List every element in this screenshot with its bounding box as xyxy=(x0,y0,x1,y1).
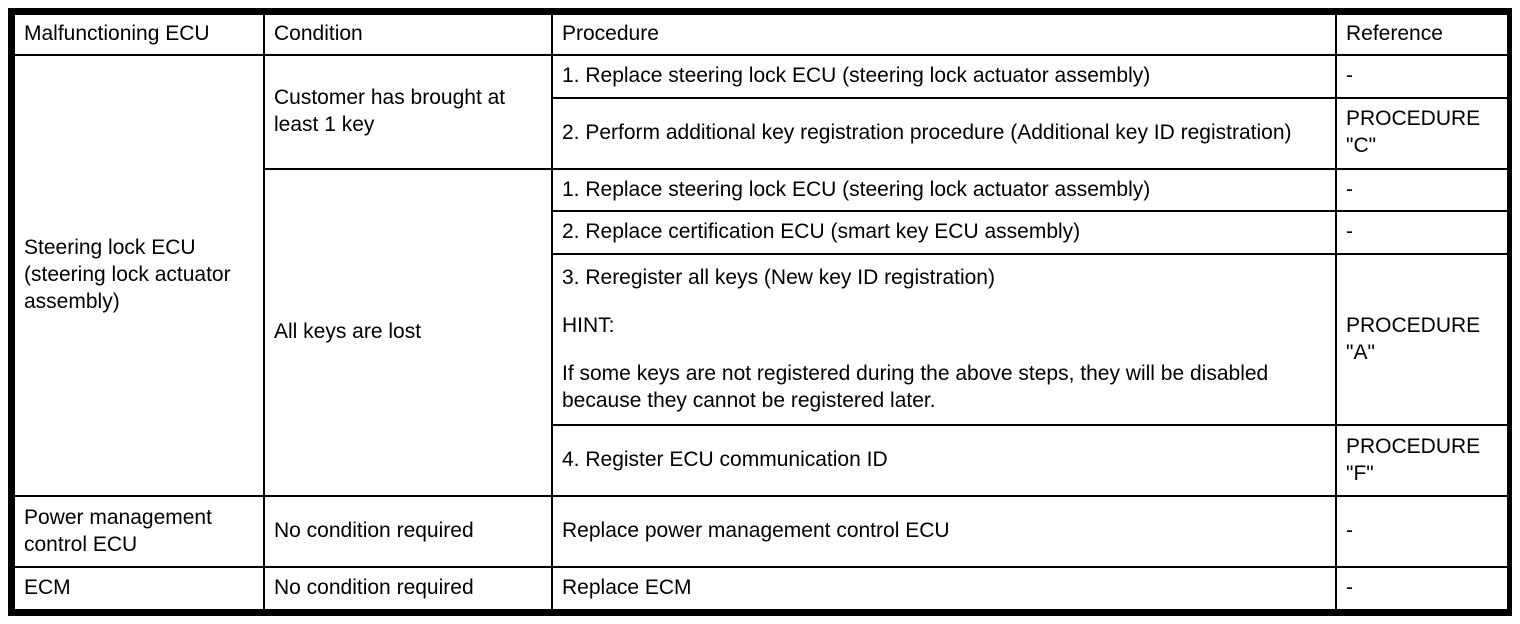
ecu-procedure-table: Malfunctioning ECU Condition Procedure R… xyxy=(13,13,1509,611)
cell-reference-sl-key-step2: PROCEDURE "C" xyxy=(1335,96,1509,170)
cell-procedure-power-management: Replace power management control ECU xyxy=(551,495,1337,569)
hint-text: If some keys are not registered during t… xyxy=(562,361,1269,412)
table-row: ECM No condition required Replace ECM - xyxy=(13,566,1509,611)
reference-procedure-label: PROCEDURE xyxy=(1346,313,1481,337)
column-header-condition: Condition xyxy=(263,13,553,56)
reference-procedure-label: PROCEDURE xyxy=(1346,107,1481,131)
reference-procedure-code: "A" xyxy=(1346,340,1375,364)
cell-ecu-ecm: ECM xyxy=(13,566,265,611)
cell-reference-ecm: - xyxy=(1335,566,1509,611)
reference-procedure-code: "F" xyxy=(1346,461,1374,485)
cell-procedure-ecm: Replace ECM xyxy=(551,566,1337,611)
cell-reference-sl-key-step1: - xyxy=(1335,53,1509,99)
spacer xyxy=(562,340,1326,361)
table-row: All keys are lost 1. Replace steering lo… xyxy=(14,167,1509,498)
column-header-reference: Reference xyxy=(1335,13,1509,56)
cell-condition-all-keys-lost: All keys are lost xyxy=(263,167,553,498)
table-header-row: Malfunctioning ECU Condition Procedure R… xyxy=(13,13,1509,56)
procedure-step3-text: 3. Reregister all keys (New key ID regis… xyxy=(562,265,995,289)
cell-procedure-sl-key-step2: 2. Perform additional key registration p… xyxy=(551,96,1337,170)
cell-condition-at-least-one-key: Customer has brought at least 1 key xyxy=(263,53,553,170)
hint-label: HINT: xyxy=(562,313,615,337)
column-header-malfunctioning-ecu: Malfunctioning ECU xyxy=(13,13,265,56)
cell-reference-lost-step4: PROCEDURE "F" xyxy=(1335,424,1509,498)
table-row: 2. Replace certification ECU (smart key … xyxy=(14,210,1509,256)
table-row: Steering lock ECU (steering lock actuato… xyxy=(13,53,1509,498)
cell-reference-lost-step1: - xyxy=(1335,167,1509,213)
cell-procedure-lost-step3: 3. Reregister all keys (New key ID regis… xyxy=(551,253,1337,427)
table-row: 3. Reregister all keys (New key ID regis… xyxy=(14,253,1509,427)
cell-ecu-steering-lock: Steering lock ECU (steering lock actuato… xyxy=(13,53,265,498)
column-header-procedure: Procedure xyxy=(551,13,1337,56)
cell-reference-lost-step3: PROCEDURE "A" xyxy=(1335,253,1509,427)
cell-ecu-power-management: Power management control ECU xyxy=(13,495,265,569)
cell-procedure-lost-step2: 2. Replace certification ECU (smart key … xyxy=(551,210,1337,256)
ecu-procedure-table-container: Malfunctioning ECU Condition Procedure R… xyxy=(8,8,1512,616)
cell-procedure-lost-step4: 4. Register ECU communication ID xyxy=(551,424,1337,498)
cell-condition-ecm: No condition required xyxy=(263,566,553,611)
spacer xyxy=(562,292,1326,313)
reference-procedure-code: "C" xyxy=(1346,134,1377,158)
table-row: 2. Perform additional key registration p… xyxy=(14,96,1509,170)
cell-procedure-lost-step1: 1. Replace steering lock ECU (steering l… xyxy=(551,167,1337,213)
cell-procedure-sl-key-step1: 1. Replace steering lock ECU (steering l… xyxy=(551,53,1337,99)
cell-reference-power-management: - xyxy=(1335,495,1509,569)
cell-reference-lost-step2: - xyxy=(1335,210,1509,256)
table-row: Power management control ECU No conditio… xyxy=(13,495,1509,569)
reference-procedure-label: PROCEDURE xyxy=(1346,434,1481,458)
cell-condition-power-management: No condition required xyxy=(263,495,553,569)
table-row: 4. Register ECU communication ID PROCEDU… xyxy=(14,424,1509,498)
